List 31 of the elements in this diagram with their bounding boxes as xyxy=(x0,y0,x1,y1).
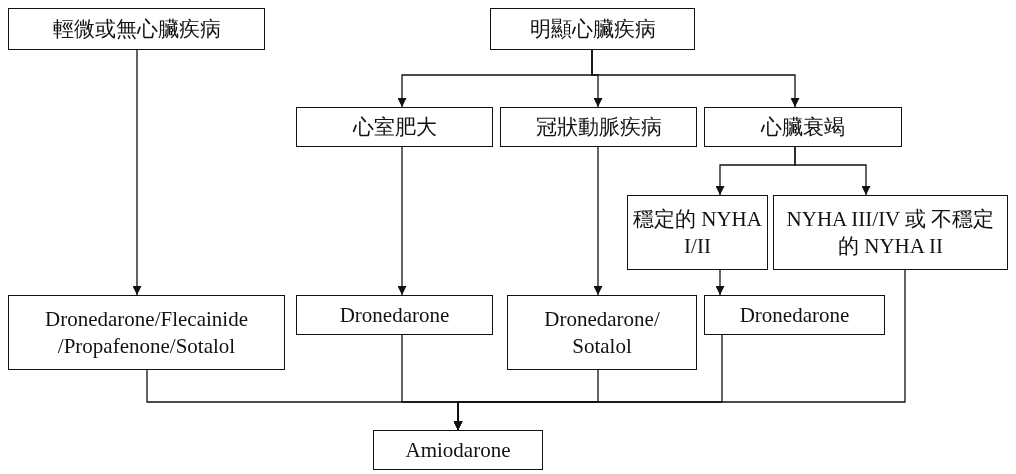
box-text: 穩定的 NYHA I/II xyxy=(632,206,763,259)
arrow xyxy=(715,269,725,296)
box-text: Amiodarone xyxy=(404,436,512,464)
process-box xyxy=(773,195,1008,270)
box-text: NYHA III/IV 或 不穩定的 NYHA II xyxy=(785,206,996,259)
box-text: Dronedarone xyxy=(338,301,451,329)
box-text: 冠狀動脈疾病 xyxy=(534,113,663,141)
box-text: 輕微或無心臟疾病 xyxy=(51,15,222,43)
process-box xyxy=(8,8,265,50)
process-box xyxy=(507,295,697,370)
box-text: 心室肥大 xyxy=(351,113,438,141)
box-text: 明顯心臟疾病 xyxy=(528,15,657,43)
process-box xyxy=(704,107,902,147)
process-box xyxy=(373,430,543,470)
process-box xyxy=(704,295,885,335)
arrow xyxy=(593,146,603,296)
arrow xyxy=(397,146,407,296)
arrow xyxy=(453,269,906,431)
process-box xyxy=(490,8,695,50)
process-box xyxy=(296,107,493,147)
box-text: 心臟衰竭 xyxy=(759,113,846,141)
box-text: Dronedarone xyxy=(738,301,851,329)
arrow xyxy=(591,49,800,108)
process-box xyxy=(500,107,697,147)
arrow xyxy=(794,146,871,196)
process-box xyxy=(296,295,493,335)
process-box xyxy=(8,295,285,370)
box-text: Dronedarone/ Sotalol xyxy=(543,306,661,359)
arrow xyxy=(132,49,142,296)
process-box xyxy=(627,195,768,270)
box-text: Dronedarone/Flecainide /Propafenone/Sotalol xyxy=(44,306,249,359)
